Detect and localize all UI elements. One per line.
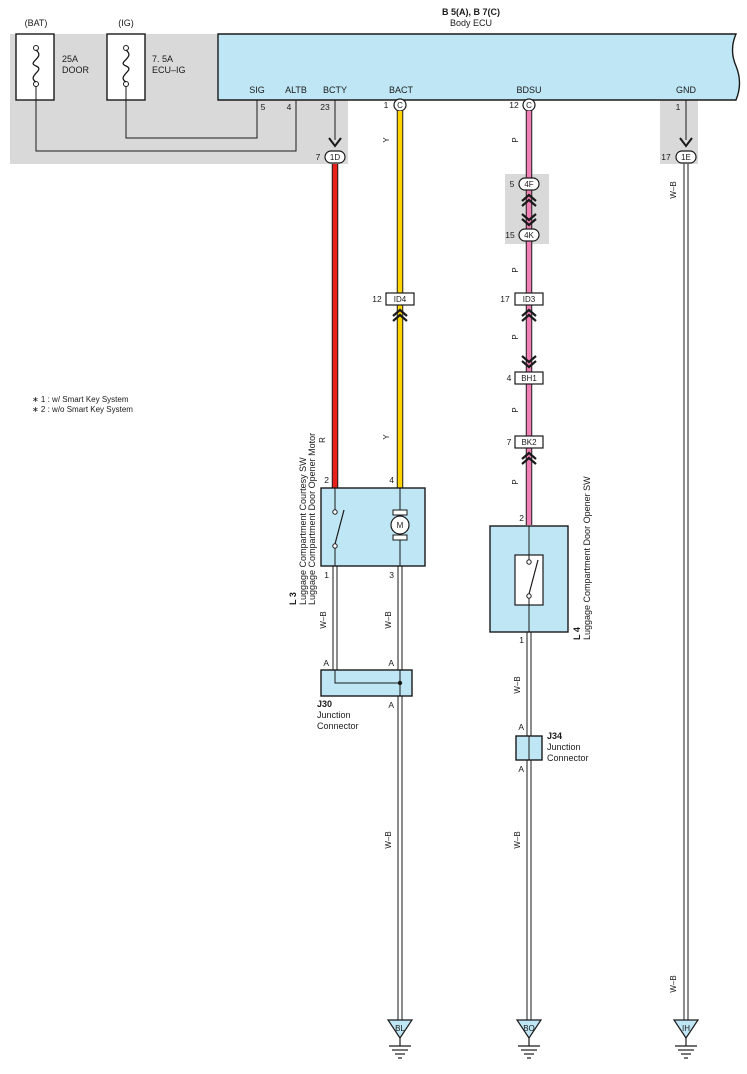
fuse-bat: (BAT) 25A DOOR: [15, 18, 90, 101]
ecu-pin-gnd: 1: [676, 102, 681, 112]
j34-label-1: Junction: [547, 742, 581, 752]
connector-id4-code: ID4: [394, 295, 407, 304]
ecu-terminal-bcty: BCTY: [323, 85, 347, 95]
j34-pin-a-top: A: [518, 722, 524, 732]
connector-id4-pin: 12: [372, 294, 382, 304]
j30-label-1: Junction: [317, 710, 351, 720]
wire-color-p-2: P: [511, 267, 520, 272]
connector-bk2-pin: 7: [507, 437, 512, 447]
wire-color-wb-gnd-top: W–B: [669, 181, 678, 198]
note-2: ∗ 2 : w/o Smart Key System: [32, 405, 133, 414]
ecu-pin-altb: 4: [287, 102, 292, 112]
motor-symbol: M: [397, 521, 404, 530]
ecu-terminal-bact: BACT: [389, 85, 414, 95]
j34-code: J34: [547, 731, 562, 741]
fuse-bat-name: DOOR: [62, 65, 90, 75]
wire-color-p-5: P: [511, 479, 520, 484]
junction-j30: A A A J30 Junction Connector: [317, 658, 413, 731]
l4-pin-1: 1: [519, 635, 524, 645]
connector-id3-code: ID3: [523, 295, 536, 304]
ecu-terminal-sig: SIG: [249, 85, 265, 95]
wire-color-wb-l3-3: W–B: [384, 611, 393, 628]
connector-1e-code: 1E: [681, 153, 691, 162]
ecu-pin-bact: 1: [384, 100, 389, 110]
wire-color-wb-bo: W–B: [513, 831, 522, 848]
fuse-bat-rating: 25A: [62, 54, 78, 64]
l3-pin-4: 4: [389, 475, 394, 485]
wire-color-p-3: P: [511, 334, 520, 339]
j34-pin-a-bottom: A: [518, 764, 524, 774]
fuse-ig-source: (IG): [118, 18, 134, 28]
l3-pin-1: 1: [324, 570, 329, 580]
connector-1d-pin: 7: [316, 152, 321, 162]
l3-name-1: Luggage Compartment Courtesy SW: [298, 457, 308, 605]
connector-bk2-code: BK2: [521, 438, 537, 447]
ecu-subtitle: Body ECU: [450, 18, 492, 28]
component-l4: 2 1 L 4 Luggage Compartment Door Opener …: [489, 476, 592, 645]
wire-color-wb-bl: W–B: [384, 831, 393, 848]
connector-1e-pin: 17: [661, 152, 671, 162]
connector-bh1-pin: 4: [507, 373, 512, 383]
wire-color-wb-gnd-bottom: W–B: [669, 975, 678, 992]
ecu-pin-sig: 5: [261, 102, 266, 112]
fuse-ig-name: ECU–IG: [152, 65, 186, 75]
ecu-terminal-gnd: GND: [676, 85, 697, 95]
wire-color-p-1: P: [511, 137, 520, 142]
connector-c-bdsu: C: [526, 101, 532, 110]
wire-color-p-4: P: [511, 407, 520, 412]
connector-1d-code: 1D: [330, 153, 340, 162]
l3-pin-2: 2: [324, 475, 329, 485]
l4-code: L 4: [572, 627, 582, 640]
j30-label-2: Connector: [317, 721, 359, 731]
j30-pin-a-bottom: A: [388, 700, 394, 710]
ground-bo: BO: [516, 1019, 542, 1059]
connector-4f-code: 4F: [524, 180, 533, 189]
fuse-ig-rating: 7. 5A: [152, 54, 173, 64]
l4-pin-2: 2: [519, 513, 524, 523]
ground-bl: BL: [387, 1019, 413, 1059]
j30-pin-a-left: A: [323, 658, 329, 668]
ecu-pin-bdsu: 12: [509, 100, 519, 110]
ecu-terminal-bdsu: BDSU: [516, 85, 541, 95]
wire-color-r: R: [318, 437, 327, 443]
note-1: ∗ 1 : w/ Smart Key System: [32, 395, 129, 404]
wire-color-wb-l4: W–B: [513, 676, 522, 693]
l4-name: Luggage Compartment Door Opener SW: [582, 476, 592, 640]
wire-door-fuse-to-altb: [35, 86, 297, 152]
connector-4f-pin: 5: [510, 179, 515, 189]
j30-code: J30: [317, 699, 332, 709]
connector-bh1-code: BH1: [521, 374, 537, 383]
l3-pin-3: 3: [389, 570, 394, 580]
ground-bo-label: BO: [523, 1024, 535, 1033]
connector-4k-pin: 15: [505, 230, 515, 240]
connector-c-bact: C: [397, 101, 403, 110]
ground-ih-label: IH: [682, 1024, 690, 1033]
ecu-terminal-altb: ALTB: [285, 85, 307, 95]
ground-ih: IH: [673, 1019, 699, 1059]
j34-label-2: Connector: [547, 753, 589, 763]
wire-ecuig-fuse-to-sig: [125, 86, 258, 139]
ecu-pin-bcty: 23: [320, 102, 330, 112]
component-l3: M 2 4 1 3 L 3 Luggage Compartment Courte…: [288, 433, 426, 605]
ground-bl-label: BL: [395, 1024, 405, 1033]
body-ecu: B 5(A), B 7(C) Body ECU SIG ALTB BCTY BA…: [217, 7, 741, 112]
l3-code: L 3: [288, 592, 298, 605]
wire-color-y-bottom: Y: [382, 434, 391, 440]
junction-j34: A A J34 Junction Connector: [515, 722, 589, 774]
connector-id3-pin: 17: [500, 294, 510, 304]
l3-name-2: Luggage Compartment Door Opener Motor: [307, 433, 317, 605]
wire-color-y-top: Y: [382, 137, 391, 143]
wire-color-wb-l3-1: W–B: [319, 611, 328, 628]
connector-4k-code: 4K: [524, 231, 534, 240]
ecu-title: B 5(A), B 7(C): [442, 7, 500, 17]
j30-pin-a-right: A: [388, 658, 394, 668]
fuse-bat-source: (BAT): [25, 18, 48, 28]
